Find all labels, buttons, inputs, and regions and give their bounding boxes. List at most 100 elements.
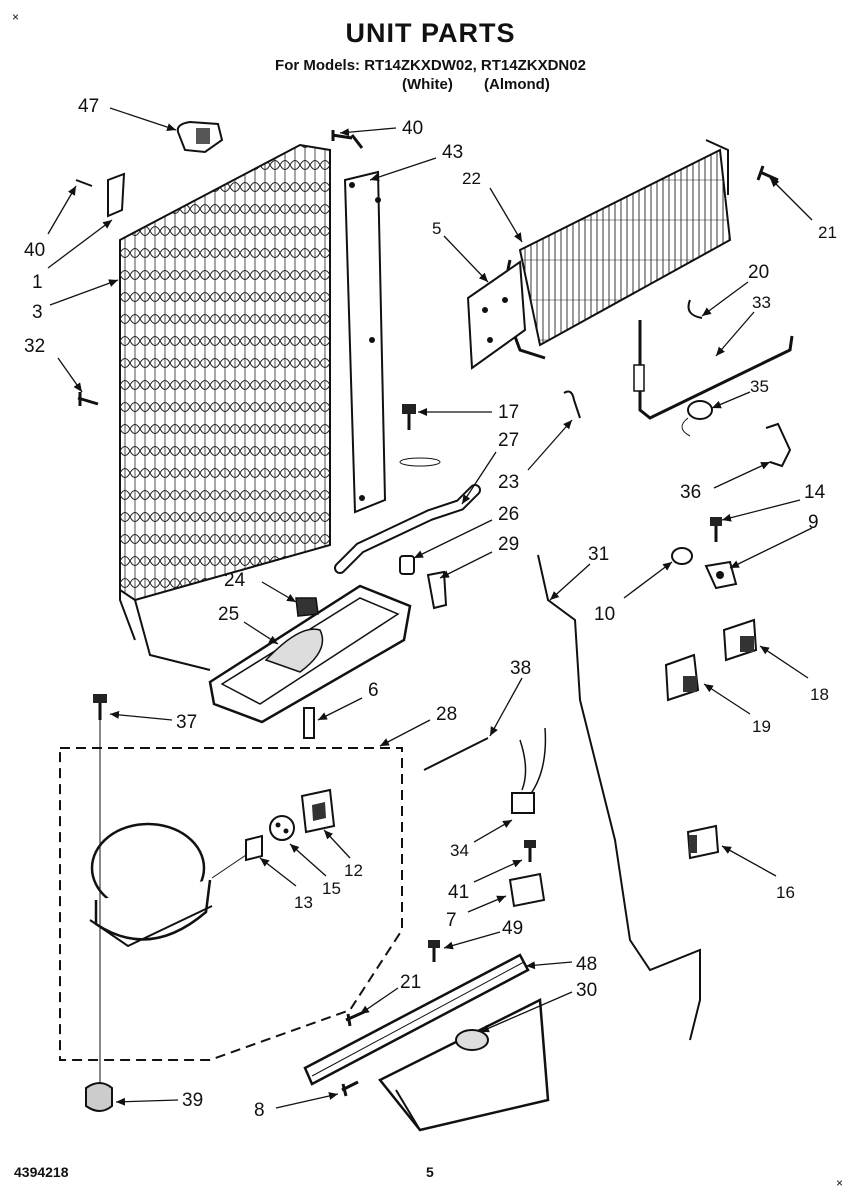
leader-16 <box>721 845 777 877</box>
leader-26 <box>413 519 493 559</box>
label-24: 24 <box>224 570 246 591</box>
leader-31 <box>549 563 591 601</box>
leader-29 <box>439 551 493 579</box>
tube-31 <box>537 554 701 1041</box>
relay-12 <box>300 788 336 834</box>
leader-43 <box>369 157 437 181</box>
label-9: 9 <box>808 512 819 533</box>
label-6: 6 <box>368 680 379 701</box>
label-17: 17 <box>498 402 519 423</box>
leader-21b <box>359 987 399 1015</box>
page-title: UNIT PARTS <box>345 18 516 48</box>
leader-12 <box>323 829 351 859</box>
screw-32 <box>77 392 99 406</box>
leader-5 <box>443 235 489 283</box>
label-43: 43 <box>442 142 463 163</box>
harness-34 <box>511 727 547 814</box>
leader-40b <box>47 185 77 235</box>
corner-mark-bottom: × <box>836 1176 844 1190</box>
screw-41 <box>524 840 536 862</box>
compressor-area-outline <box>59 747 403 1061</box>
cover-19 <box>664 653 700 702</box>
label-34: 34 <box>450 841 469 860</box>
base-rail-48 <box>303 953 530 1086</box>
label-25: 25 <box>218 604 239 625</box>
leader-27 <box>461 451 497 505</box>
leader-15 <box>289 843 327 877</box>
clip-47 <box>176 120 224 154</box>
leader-23 <box>527 419 573 471</box>
screw-top-40 <box>331 130 364 149</box>
leader-9 <box>729 527 813 569</box>
compressor <box>89 822 213 948</box>
defrost-harness <box>633 299 794 420</box>
leader-25 <box>243 621 279 645</box>
label-39: 39 <box>182 1090 203 1111</box>
leader-38 <box>489 677 523 737</box>
leader-41 <box>473 859 523 883</box>
label-19: 19 <box>752 717 771 736</box>
screw-21b <box>345 1010 365 1027</box>
label-14: 14 <box>804 482 826 503</box>
leader-47 <box>109 107 177 131</box>
label-40a: 40 <box>402 118 423 139</box>
label-32: 32 <box>24 336 45 357</box>
label-27: 27 <box>498 430 519 451</box>
tube-6 <box>303 707 315 739</box>
overload-15 <box>269 815 295 841</box>
leader-22 <box>489 187 523 243</box>
label-38: 38 <box>510 658 531 679</box>
color-white-label: (White) <box>402 76 453 93</box>
capacitor-7 <box>508 872 546 908</box>
terminal-16 <box>686 824 720 860</box>
label-28: 28 <box>436 704 457 725</box>
hook-23 <box>563 390 581 419</box>
leader-14 <box>721 499 801 522</box>
leader-18 <box>759 645 809 679</box>
label-36: 36 <box>680 482 701 503</box>
leader-49 <box>443 931 501 950</box>
corner-mark-top: × <box>12 10 20 24</box>
label-49: 49 <box>502 918 523 939</box>
label-48: 48 <box>576 954 597 975</box>
clip-36 <box>765 422 792 468</box>
leader-34 <box>473 819 513 843</box>
screw-21 <box>756 165 779 182</box>
leader-28 <box>379 719 431 747</box>
screw-17 <box>399 404 441 467</box>
label-26: 26 <box>498 504 519 525</box>
label-8: 8 <box>254 1100 265 1121</box>
leader-48 <box>525 961 573 970</box>
valve-10 <box>671 547 693 565</box>
condenser-bracket <box>343 170 387 514</box>
screw-14 <box>710 517 722 542</box>
screw-37 <box>93 694 107 1085</box>
wire-38 <box>423 737 489 771</box>
label-10: 10 <box>594 604 615 625</box>
label-7: 7 <box>446 910 457 931</box>
screw-49 <box>428 940 440 962</box>
evaporator-bracket <box>466 260 527 370</box>
leader-1 <box>47 219 113 269</box>
leader-19 <box>703 683 751 715</box>
label-31: 31 <box>588 544 609 565</box>
grommet-39 <box>85 1082 113 1112</box>
leader-20 <box>701 281 749 317</box>
label-37: 37 <box>176 712 197 733</box>
label-20: 20 <box>748 262 769 283</box>
color-almond-label: (Almond) <box>484 76 550 93</box>
label-30: 30 <box>576 980 597 1001</box>
leader-35 <box>711 391 751 409</box>
leader-8 <box>275 1092 339 1109</box>
leader-3 <box>49 279 119 306</box>
clip-13 <box>211 834 263 879</box>
label-40b: 40 <box>24 240 45 261</box>
evaporator-coil <box>505 139 732 360</box>
label-47: 47 <box>78 96 99 117</box>
leader-39 <box>115 1097 179 1106</box>
label-35: 35 <box>750 377 769 396</box>
clip-29 <box>426 570 448 610</box>
cover-18 <box>722 618 758 662</box>
leader-32 <box>57 357 83 393</box>
